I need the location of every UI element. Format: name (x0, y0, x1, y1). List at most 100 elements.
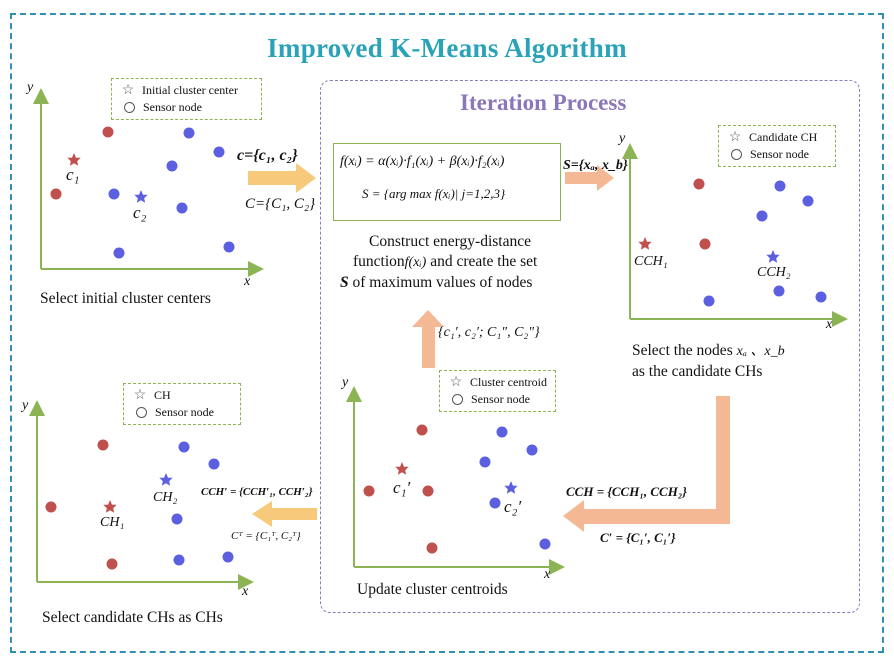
caption-select-prefix: Select the nodes (632, 342, 733, 359)
center-star-c1 (67, 153, 81, 166)
caption-construct-line3: of maximum values of nodes (352, 274, 533, 291)
legend-initial: ☆ Initial cluster center Sensor node (111, 78, 262, 120)
axes-candidate (622, 143, 848, 327)
iteration-process-box (320, 80, 860, 613)
caption-construct-line2-prefix: function (353, 253, 405, 270)
caption-select-line2: as the candidate CHs (632, 363, 763, 380)
sensor-node-red (106, 558, 118, 570)
formula-box: f(xᵢ) = α(xᵢ)·f₁(xᵢ) + β(xᵢ)·f₂(xᵢ) S = … (333, 143, 561, 221)
formula-energy: f(xᵢ) = α(xᵢ)·f₁(xᵢ) + β(xᵢ)·f₂(xᵢ) (340, 154, 505, 169)
arrow-right-1 (248, 163, 316, 193)
points-ch (45, 439, 234, 570)
center-star-c2 (134, 190, 148, 203)
sensor-node-red (422, 485, 434, 497)
circle-outline-icon (452, 394, 463, 405)
label-CCH-set: CCH = {CCH₁, CCH₂} (566, 484, 687, 499)
label-c1: c₁ (66, 165, 80, 184)
sensor-node-blue (173, 554, 185, 566)
ch-star-ch1 (103, 500, 117, 513)
y-axis-label: y (22, 398, 29, 413)
label-Cprime-set: C′ = {C₁′, C₁′} (600, 530, 676, 545)
label-ch1: CH₁ (100, 515, 125, 530)
star-outline-icon: ☆ (728, 130, 742, 145)
legend-circle-label: Sensor node (750, 147, 809, 161)
sensor-node-blue (802, 195, 814, 207)
y-axis-label: y (619, 131, 626, 146)
sensor-node-blue (108, 188, 120, 200)
legend-star-label: Candidate CH (749, 130, 818, 144)
circle-outline-icon (731, 149, 742, 160)
label-C-set: C={C₁, C₂} (245, 196, 316, 212)
arrow-right-2 (565, 165, 614, 191)
caption-fx: f(xᵢ) (404, 255, 427, 270)
label-c1-prime: c₁′ (393, 478, 411, 497)
sensor-node-red (50, 188, 62, 200)
arrow-up (412, 310, 444, 368)
label-centroids-set: {c₁′, c₂′; C₁″, C₂″} (438, 325, 540, 340)
star-outline-icon: ☆ (121, 83, 135, 98)
legend-star-label: Cluster centroid (470, 375, 547, 389)
arrow-elbow (563, 396, 730, 532)
label-CCHprime-set: CCH′ = {CCH′₁, CCH′₂} (201, 486, 313, 498)
y-axis-label: y (342, 375, 349, 390)
legend-star-label: Initial cluster center (142, 83, 238, 97)
sensor-node-blue (178, 441, 190, 453)
sensor-node-blue (815, 291, 827, 303)
sensor-node-blue (223, 241, 235, 253)
sensor-node-red (693, 178, 705, 190)
x-axis-label: x (244, 274, 251, 289)
sensor-node-blue (703, 295, 715, 307)
label-c2-prime: c₂′ (504, 497, 522, 516)
sensor-node-red (416, 424, 428, 436)
formula-set: S = {arg max f(xᵢ)| j=1,2,3} (362, 186, 506, 201)
label-cch2: CCH₂ (757, 265, 791, 280)
caption-initial: Select initial cluster centers (40, 290, 211, 307)
legend-centroid: ☆ Cluster centroid Sensor node (439, 370, 556, 412)
label-ch2: CH₂ (153, 490, 178, 505)
legend-circle-label: Sensor node (143, 100, 202, 114)
caption-construct-line1: Construct energy-distance (369, 233, 531, 250)
sensor-node-red (363, 485, 375, 497)
caption-nodes: xₐ 、x_b (736, 344, 785, 359)
sensor-node-blue (774, 180, 786, 192)
page-title: Improved K-Means Algorithm (267, 33, 627, 63)
circle-outline-icon (136, 407, 147, 418)
sensor-node-blue (176, 202, 188, 214)
x-axis-label: x (544, 567, 551, 582)
points-initial (50, 126, 235, 259)
candidate-star-cch1 (638, 237, 652, 250)
arrow-left (252, 501, 317, 527)
sensor-node-blue (171, 513, 183, 525)
label-cch1: CCH₁ (634, 254, 668, 269)
axes-initial (33, 88, 264, 277)
star-outline-icon: ☆ (449, 375, 463, 390)
points-centroid (363, 424, 551, 554)
label-CT-set: Cᵀ = {C₁ᵀ, C₂ᵀ} (231, 530, 301, 542)
caption-construct: Construct energy-distance functionf(xᵢ) … (340, 232, 537, 293)
axes-ch (29, 400, 254, 590)
circle-outline-icon (124, 102, 135, 113)
sensor-node-blue (773, 285, 785, 297)
sensor-node-red (45, 501, 57, 513)
sensor-node-red (699, 238, 711, 250)
sensor-node-blue (166, 160, 178, 172)
label-c2: c₂ (133, 203, 147, 222)
x-axis-label: x (826, 317, 833, 332)
caption-select-nodes: Select the nodes xₐ 、x_b as the candidat… (632, 341, 785, 382)
outer-frame (10, 13, 884, 653)
label-c-set: c={c₁, c₂} (237, 147, 298, 164)
sensor-node-blue (539, 538, 551, 550)
legend-candidate: ☆ Candidate CH Sensor node (718, 125, 836, 167)
sensor-node-blue (213, 146, 225, 158)
caption-construct-line2-suffix: and create the set (430, 253, 538, 270)
star-outline-icon: ☆ (133, 388, 147, 403)
sensor-node-blue (208, 458, 220, 470)
legend-ch: ☆ CH Sensor node (123, 383, 241, 425)
axes-centroid (346, 386, 565, 575)
ch-star-ch2 (159, 473, 173, 486)
legend-circle-label: Sensor node (155, 405, 214, 419)
legend-star-label: CH (154, 388, 171, 402)
legend-circle-label: Sensor node (471, 392, 530, 406)
candidate-star-cch2 (766, 250, 780, 263)
